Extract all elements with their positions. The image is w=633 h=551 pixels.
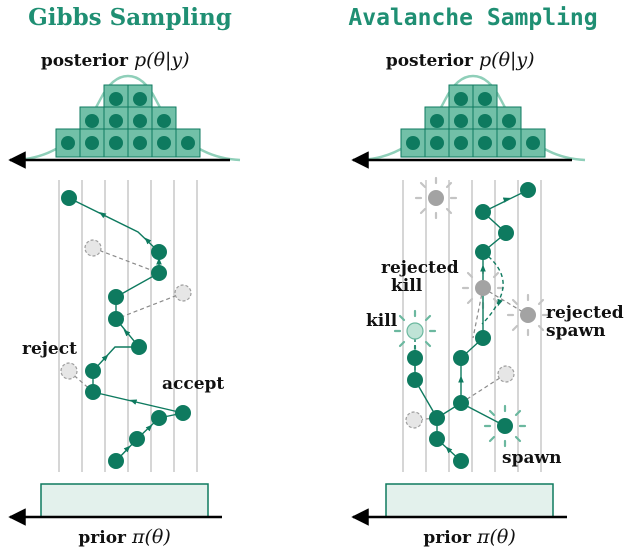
avalanche-rejected-kill-label-2: kill [391, 276, 423, 296]
avalanche-histogram-dots [406, 92, 540, 150]
avalanche-prior-label: prior π(θ) [423, 526, 515, 548]
gibbs-prior-label: prior π(θ) [78, 526, 170, 548]
avalanche-rejected-spawn-label-1: rejected [546, 303, 624, 323]
avalanche-posterior-word: posterior [386, 51, 474, 71]
avalanche-posterior-math: p(θ|y) [479, 49, 535, 71]
gibbs-rejected-paths [68, 247, 184, 393]
burst-spawn [483, 404, 527, 448]
gibbs-prior-box [40, 483, 209, 518]
gibbs-title: Gibbs Sampling [28, 4, 232, 31]
avalanche-grid-lines [402, 180, 542, 472]
avalanche-rejected-spawn-label-2: spawn [546, 321, 605, 341]
avalanche-posterior-label: posterior p(θ|y) [386, 49, 535, 71]
gibbs-posterior-math: p(θ|y) [134, 49, 190, 71]
gibbs-posterior-label: posterior p(θ|y) [41, 49, 190, 71]
avalanche-ghost-nodes [405, 365, 515, 429]
gibbs-accept-label: accept [162, 374, 224, 394]
burst-kill [393, 309, 437, 353]
avalanche-panel: Avalanche Sampling posterior p(θ|y) [348, 5, 623, 548]
gibbs-histogram-dots [61, 92, 195, 150]
gibbs-trajectory-arrows [99, 212, 162, 453]
avalanche-rejected-paths [413, 287, 529, 421]
avalanche-posterior-histogram [400, 84, 546, 158]
avalanche-prior-math: π(θ) [476, 526, 516, 548]
gibbs-rejected-dots [60, 239, 192, 380]
avalanche-accepted-dots [407, 182, 536, 469]
gibbs-accepted-dots [61, 190, 191, 469]
avalanche-prior-word: prior [423, 528, 472, 548]
gibbs-reject-label: reject [22, 339, 77, 359]
avalanche-rejected-kill-label-1: rejected [381, 258, 459, 278]
avalanche-title: Avalanche Sampling [348, 5, 597, 31]
gibbs-posterior-histogram [55, 84, 201, 158]
burst-rejected-spawn [506, 293, 550, 337]
gibbs-panel: Gibbs Sampling posterior p(θ|y) [8, 4, 241, 548]
avalanche-spawn-label: spawn [502, 448, 561, 468]
gibbs-prior-word: prior [78, 528, 127, 548]
avalanche-trajectory-arrows [445, 197, 511, 454]
avalanche-prior-box [385, 483, 554, 518]
gibbs-posterior-word: posterior [41, 51, 129, 71]
gibbs-prior-math: π(θ) [131, 526, 171, 548]
avalanche-grey-nodes [428, 190, 536, 323]
gibbs-grid-lines [58, 180, 198, 472]
avalanche-killed-node [406, 322, 424, 340]
avalanche-kill-label: kill [366, 311, 398, 331]
burst-top-grey [414, 176, 458, 220]
